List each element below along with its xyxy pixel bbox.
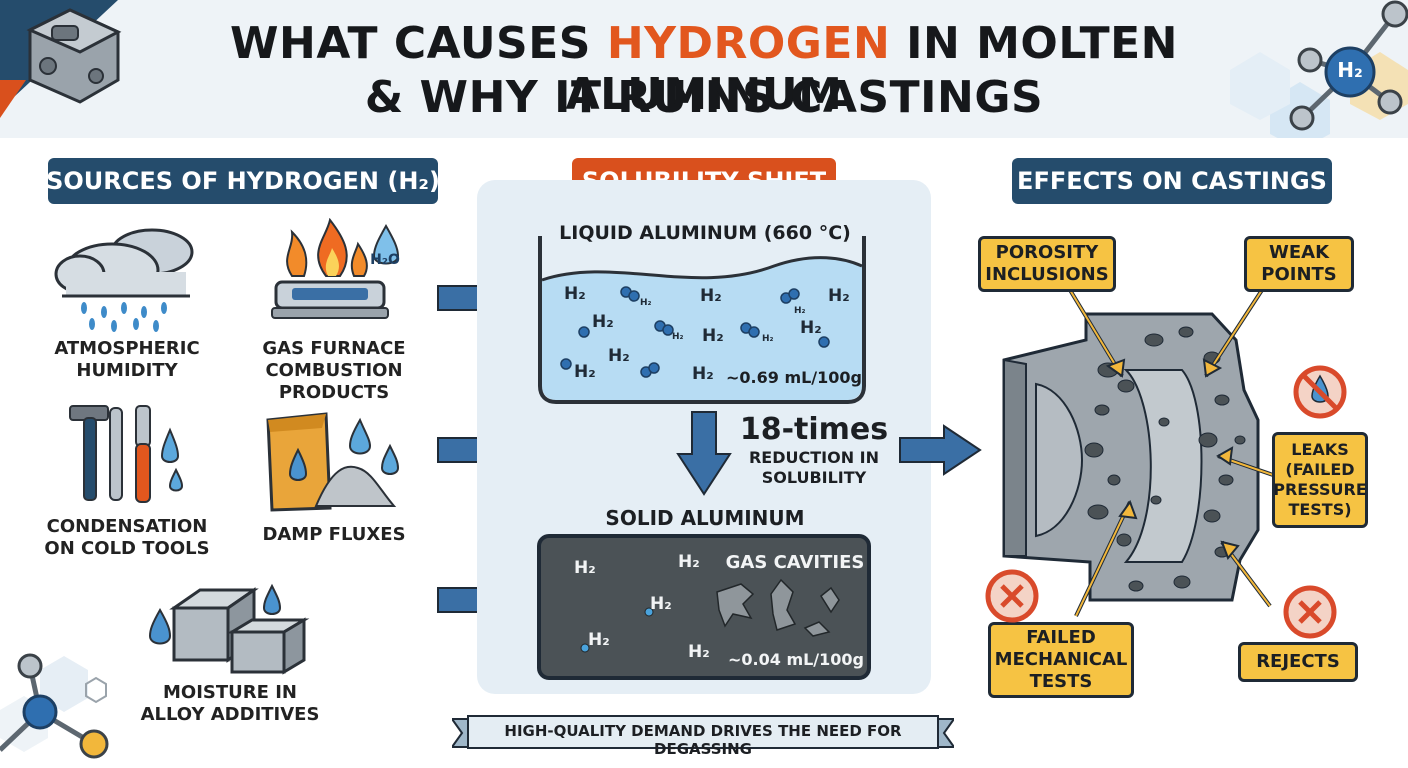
callout-porosity: POROSITY INCLUSIONS [978,236,1116,292]
liquid-title: LIQUID ALUMINUM (660 °C) [559,222,851,244]
title-line-1: WHAT CAUSES HYDROGEN IN MOLTEN ALUMINUM [230,18,1178,120]
h2-liquid-8: H₂ [574,362,596,382]
liquid-solubility-value: ~0.69 mL/100g [725,368,862,387]
water-formula: H₂O [370,252,400,268]
molecule-decor-icon [0,653,109,759]
solid-title: SOLID ALUMINUM [605,506,805,530]
h2-liquid-5: H₂ [702,326,724,346]
h2-liquid-small-1: H₂ [640,298,652,308]
effects-heading: EFFECTS ON CASTINGS [1012,158,1332,204]
source-label-moisture: MOISTURE IN ALLOY ADDITIVES [140,682,320,725]
title-line-2: & WHY IT RUINS CASTINGS [364,72,1044,123]
h2-liquid-3: H₂ [828,286,850,306]
h2-badge: H₂ [1337,58,1363,82]
sources-heading: SOURCES OF HYDROGEN (H₂) [46,158,440,204]
porous-casting-icon [1002,312,1260,602]
alloy-blocks-icon [148,583,310,675]
h2-liquid-6: H₂ [608,346,630,366]
source-label-fluxes: DAMP FLUXES [262,524,406,545]
h2-liquid-9: H₂ [692,364,714,384]
h2-solid-4: H₂ [588,630,610,650]
reject-icon [1283,585,1337,639]
h2-solid-5: H₂ [688,642,710,662]
rain-cloud-icon [54,228,194,332]
source-label-humidity: ATMOSPHERIC HUMIDITY [54,338,200,381]
no-leak-icon [1293,365,1347,419]
h2-liquid-small-4: H₂ [794,306,806,316]
h2-liquid-2: H₂ [700,286,722,306]
down-arrow [676,411,732,496]
h2-liquid-7: H₂ [800,318,822,338]
solid-block [537,534,871,680]
gas-cavities-label: GAS CAVITIES [725,552,865,573]
callout-failed-mechanical: FAILED MECHANICAL TESTS [988,622,1134,698]
flow-arrow-effects [899,424,982,476]
flux-bag-icon [266,412,400,512]
gas-burner-icon [271,218,400,319]
callout-leaks: LEAKS (FAILED PRESSURE TESTS) [1272,432,1368,528]
callout-weak-points: WEAK POINTS [1244,236,1354,292]
casting-block-icon [0,0,122,118]
reduction-factor: 18-times [739,412,889,447]
callout-rejects: REJECTS [1238,642,1358,682]
source-label-condensation: CONDENSATION ON COLD TOOLS [44,516,210,559]
reduction-caption: REDUCTION IN SOLUBILITY [748,448,880,487]
h2-liquid-1: H₂ [564,284,586,304]
h2-solid-2: H₂ [678,552,700,572]
title-band [0,0,1408,138]
h2-liquid-4: H₂ [592,312,614,332]
source-label-gas-furnace: GAS FURNACE COMBUSTION PRODUCTS [262,338,406,403]
h2-solid-3: H₂ [650,594,672,614]
callout-leaders [1068,288,1277,617]
h2-liquid-small-2: H₂ [672,332,684,342]
h2-solid-1: H₂ [574,558,596,578]
banner-text: HIGH-QUALITY DEMAND DRIVES THE NEED FOR … [504,722,902,758]
failed-test-icon [985,569,1039,623]
degassing-banner [452,715,954,749]
tools-icon [69,405,184,503]
solid-solubility-value: ~0.04 mL/100g [727,650,864,669]
h2-liquid-small-3: H₂ [762,334,774,344]
liquid-crucible [538,236,866,404]
h2-molecule-icon [1230,0,1408,138]
